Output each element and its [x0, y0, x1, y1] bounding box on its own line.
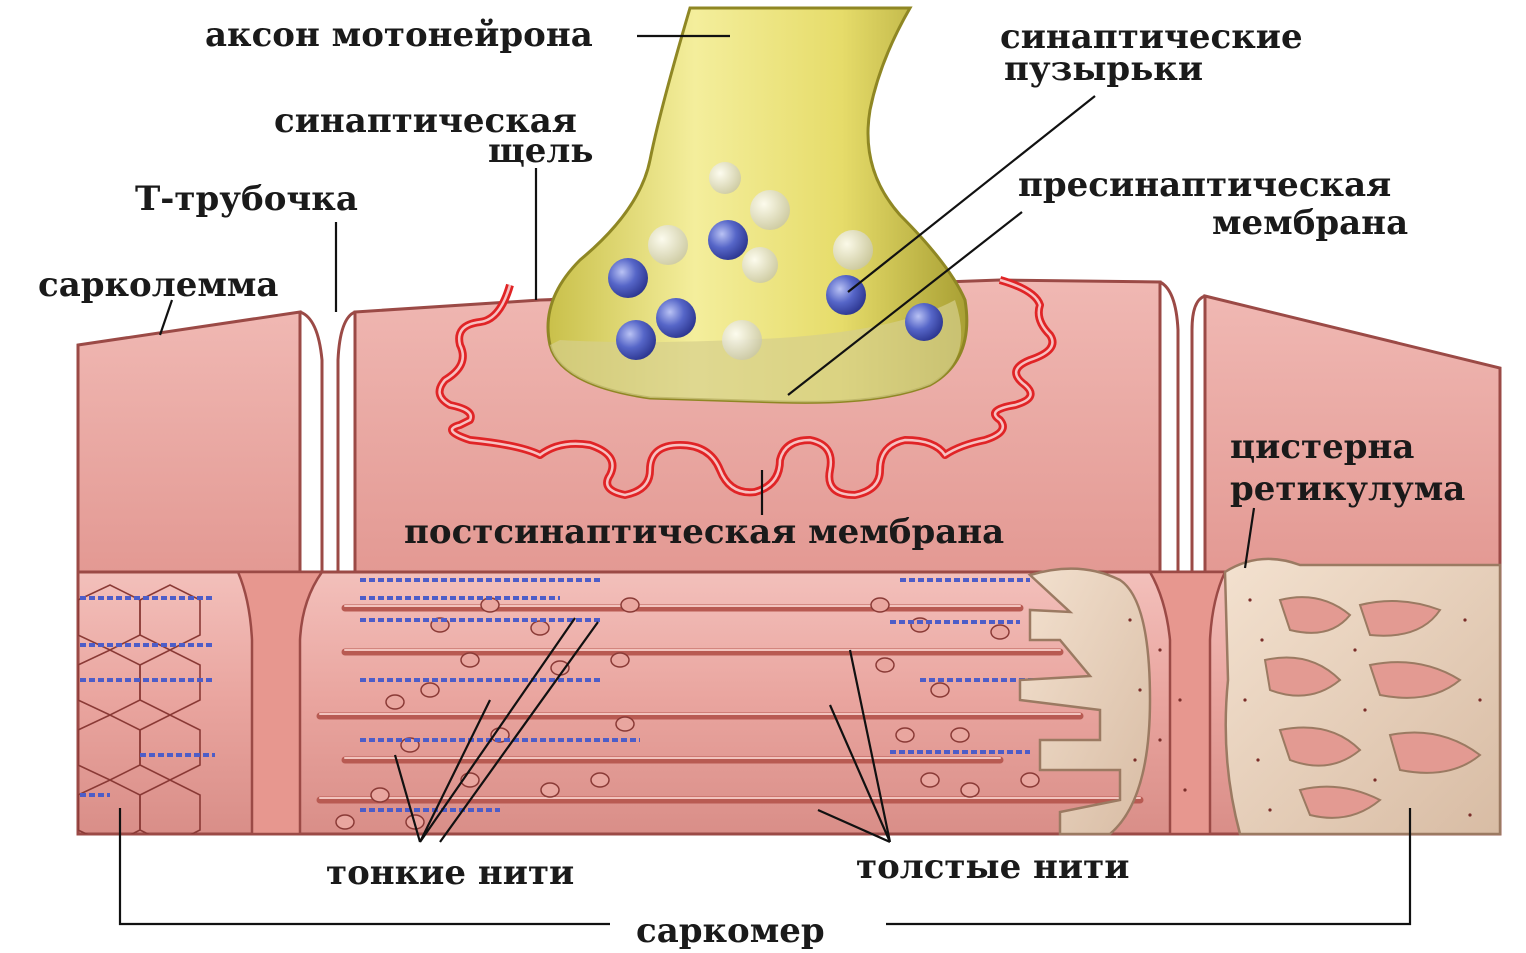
- label-postsyn: постсинаптическая мембрана: [404, 512, 1004, 552]
- label-sarcomere: саркомер: [636, 911, 825, 951]
- label-thin-filaments: тонкие нити: [326, 853, 574, 893]
- label-presyn-1: пресинаптическая: [1018, 165, 1391, 205]
- label-sarcolemma: сарколемма: [38, 265, 278, 305]
- label-axon: аксон мотонейрона: [205, 15, 593, 55]
- label-thick-filaments: толстые нити: [856, 847, 1129, 887]
- label-cistern-1: цистерна: [1230, 427, 1414, 467]
- label-vesicles-2: пузырьки: [1004, 49, 1203, 89]
- t-tubule-right: [1160, 282, 1178, 572]
- label-cistern-2: ретикулума: [1230, 469, 1465, 509]
- label-presyn-2: мембрана: [1212, 203, 1408, 243]
- label-cleft-2: щель: [488, 131, 593, 171]
- t-tubule-left: [300, 312, 322, 572]
- axon-terminal: [548, 8, 967, 402]
- label-ttubule: Т-трубочка: [135, 179, 358, 219]
